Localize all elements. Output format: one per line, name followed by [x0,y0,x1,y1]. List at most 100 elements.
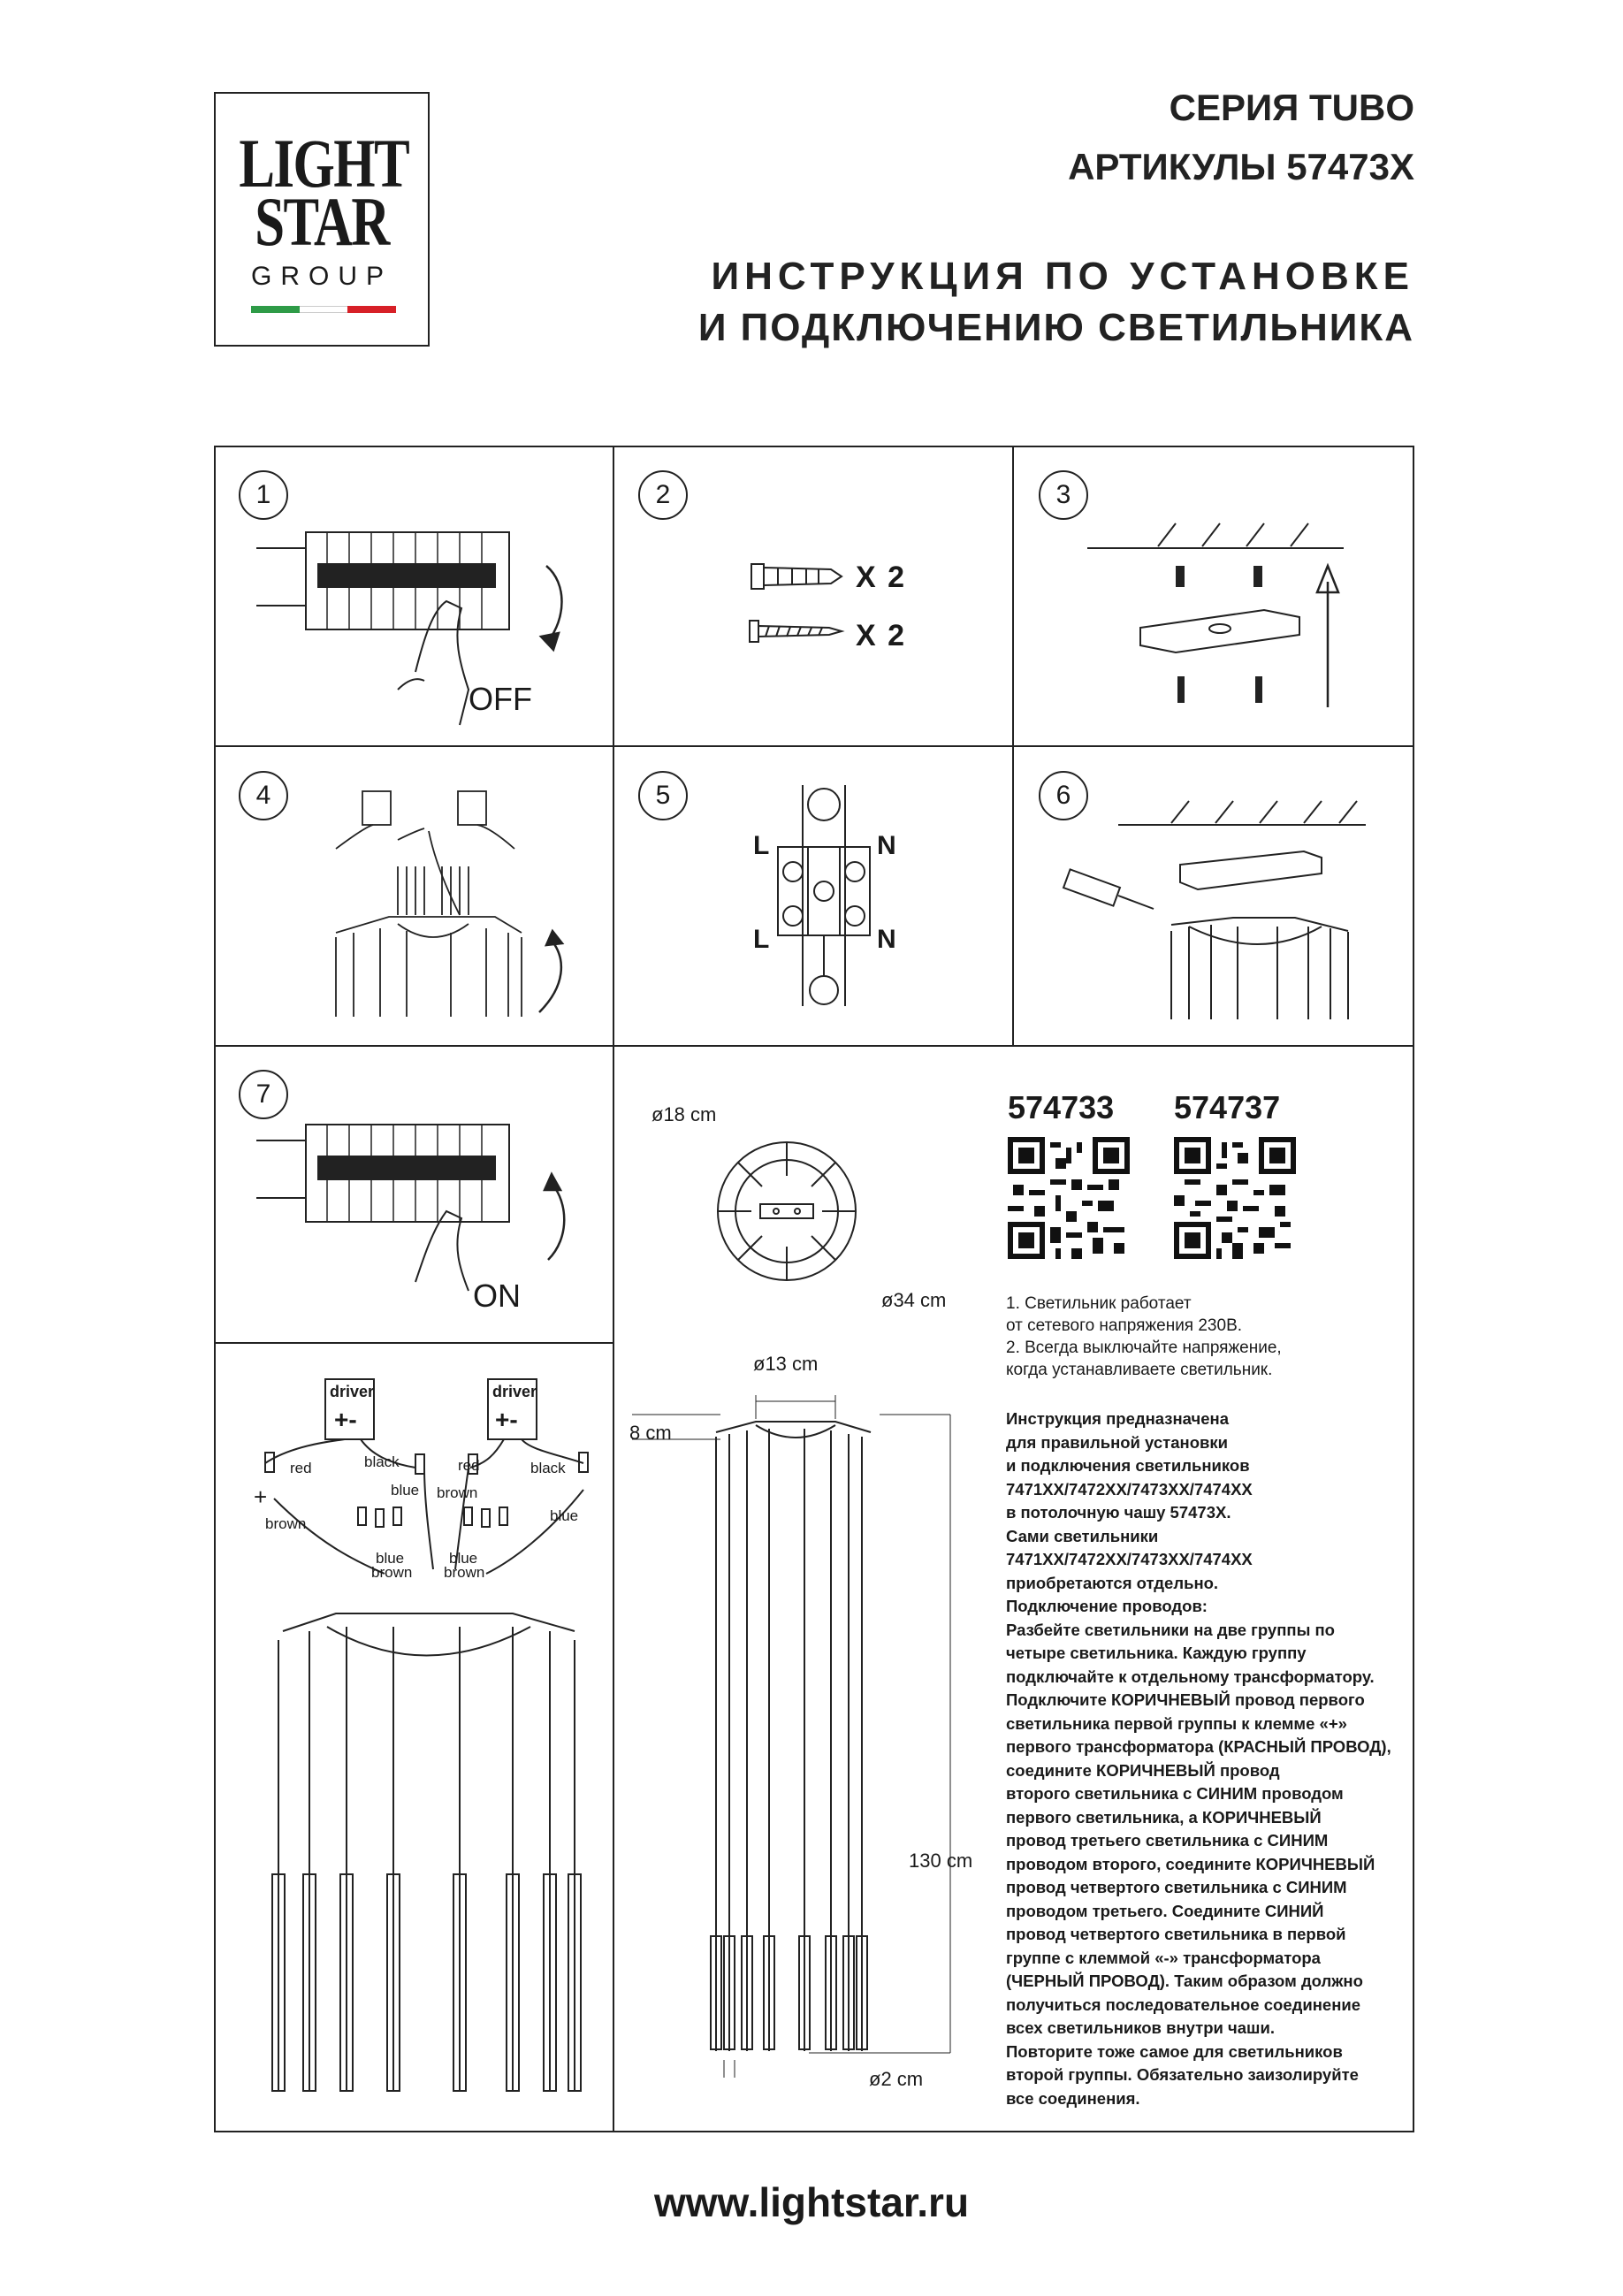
qr-code-574733-icon [1008,1137,1130,1259]
model-574733: 574733 [1008,1089,1115,1125]
step-number-4: 4 [239,771,288,820]
rotate-up-arrow-icon [538,928,565,1013]
step-number-6: 6 [1039,771,1088,820]
terminal-block-icon [777,846,871,936]
driver-box-left [324,1378,375,1440]
instruction-line: 7471XX/7472XX/7473XX/7474XX [1006,1479,1253,1499]
logo-line-light: LIGHT [239,125,409,202]
wire-label-blue-center-right: blue [449,1550,478,1567]
logo-line-star: STAR [255,183,390,260]
driver-terminals-right: +- [495,1406,518,1433]
on-label: ON [473,1278,521,1314]
pendant-tubes [271,1627,582,2092]
instruction-line: всех светильников внутри чаши. [1006,2018,1275,2037]
instruction-line: соедините КОРИЧНЕВЫЙ провод [1006,1760,1280,1780]
grid-col-line-1 [613,446,614,2132]
step4-wiring-illustration [335,790,565,1017]
canopy-top-view-drawing [717,1141,857,1281]
instruction-line: проводом второго, соедините КОРИЧНЕВЫЙ [1006,1854,1375,1873]
step1-breaker-off-illustration [256,531,563,726]
ground-icon [809,975,839,1005]
grid-row-line-1 [214,745,1414,747]
step-number-7: 7 [239,1070,288,1119]
power-supply-icon [807,788,841,821]
wire-label-brown-center-left: brown [371,1564,413,1581]
instruction-line: получиться последовательное соединение [1006,1995,1361,2014]
connector-icons [264,1452,589,1528]
wire-label-brown-right: brown [437,1484,478,1501]
plug-quantity: X 2 [856,561,907,594]
voltage-note: 1. Светильник работает от сетевого напря… [1006,1293,1413,1381]
instruction-line: светильника первой группы к клемме «+» [1006,1713,1347,1733]
note-line: 2. Всегда выключайте напряжение, [1006,1339,1282,1357]
canopy-diameter-18: ø18 cm [651,1103,717,1125]
breaker-panel-icon [256,1124,510,1292]
screwdriver-icon [1062,868,1154,910]
logo: LIGHT STAR GROUP [214,92,430,347]
instruction-line: первого трансформатора (КРАСНЫЙ ПРОВОД), [1006,1737,1391,1756]
tube-diameter-2: ø2 cm [869,2068,924,2090]
line-label-bottom: L [753,925,770,954]
shade-diameter-13: ø13 cm [753,1353,819,1375]
instruction-line: провод третьего светильника с СИНИМ [1006,1831,1329,1850]
grid-col-line-2 [1012,446,1014,1046]
canopy-top [1170,917,1349,932]
instruction-title-line1: ИНСТРУКЦИЯ ПО УСТАНОВКЕ [711,255,1414,298]
instruction-line: второй группы. Обязательно заизолируйте [1006,2065,1359,2084]
instruction-line: проводом третьего. Соедините СИНИЙ [1006,1901,1324,1920]
instruction-line: четыре светильника. Каждую группу [1006,1644,1307,1662]
fixture-side-view-drawing [632,1395,951,2078]
wiring-instructions-text: Инструкция предназначена для правильной у… [1006,1407,1430,2110]
instruction-line: Сами светильники [1006,1526,1159,1545]
rotate-down-arrow-icon [538,565,563,652]
driver-terminals-left: +- [334,1406,357,1433]
driver-box-right [487,1378,537,1440]
website-url[interactable]: www.lightstar.ru [653,2179,970,2225]
step3-bracket-mount-illustration [1087,523,1344,707]
articles-title: АРТИКУЛЫ 57473X [1068,146,1414,187]
line-label-top: L [753,831,770,860]
total-height-130: 130 cm [909,1850,973,1872]
series-title: СЕРИЯ TUBO [1169,87,1414,128]
instruction-line: в потолочную чашу 57473X. [1006,1503,1231,1522]
ceiling-hatch-icon [1087,523,1344,549]
wall-plug-pair-icon [1176,566,1262,587]
logo-line-group: GROUP [250,262,392,291]
instruction-line: Повторите тоже самое для светильников [1006,2041,1343,2061]
screw-icon [749,620,845,643]
step-number-5: 5 [638,771,688,820]
instruction-grid [214,446,1414,2132]
step-number-1: 1 [239,470,288,520]
wire-label-blue-center-left: blue [376,1550,405,1567]
wall-plug-icon [751,563,843,590]
instruction-line: провод четвертого светильника в первой [1006,1925,1346,1943]
instruction-line: Инструкция предназначена [1006,1409,1229,1428]
driver-box-icon [457,790,487,826]
instruction-line: провод четвертого светильника с СИНИМ [1006,1878,1347,1896]
note-line: от сетевого напряжения 230В. [1006,1316,1243,1335]
screw-pair-icon [1177,676,1262,703]
driver-box-icon [362,790,392,826]
wire-label-plus: + [254,1484,268,1510]
step5-terminal-block-illustration [777,785,871,1006]
mounting-bracket-icon [1139,608,1300,654]
wiring-diagram [264,1378,589,2092]
rotate-up-arrow-icon [543,1171,566,1261]
neutral-label-bottom: N [877,925,896,954]
grid-row-line-3 [214,1342,613,1344]
mounting-bracket-icon [1179,850,1322,891]
wire-label-brown-center-right: brown [444,1564,485,1581]
wire-label-black-right: black [530,1460,566,1476]
wire-label-black-left: black [364,1453,400,1470]
qr-code-574737-icon [1174,1137,1296,1259]
wire-label-red-right: red [458,1457,480,1474]
step6-fixture-mount-illustration [1062,800,1366,1019]
wire-label-brown-left: brown [265,1515,307,1532]
canopy-height-8: 8 cm [629,1422,672,1444]
instruction-line: второго светильника с СИНИМ проводом [1006,1784,1344,1803]
note-line: когда устанавливаете светильник. [1006,1361,1273,1379]
breaker-panel-icon [256,531,510,726]
canopy-diameter-34: ø34 cm [881,1289,947,1311]
instruction-line: для правильной установки [1006,1432,1228,1452]
off-label: OFF [469,681,532,717]
